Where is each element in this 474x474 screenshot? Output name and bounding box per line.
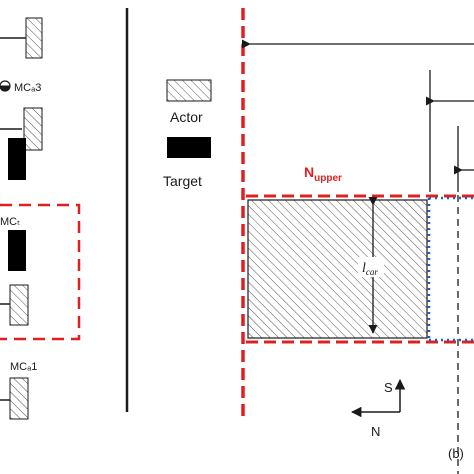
target-vehicle <box>8 230 26 271</box>
car-length-label: lcar <box>362 261 378 277</box>
direction-arrows-icon <box>350 378 406 418</box>
legend-actor-label: Actor <box>170 109 203 125</box>
actor-car <box>247 199 428 339</box>
right-panel: Nupper lcar S N (b) <box>241 8 474 474</box>
actor-vehicle <box>23 107 43 151</box>
compass-north-label: N <box>371 424 380 439</box>
legend: Actor Target <box>163 79 212 189</box>
actor-vehicle <box>9 284 29 326</box>
mc-a3-label: MCₐ3 <box>14 82 41 94</box>
legend-target-swatch <box>167 137 211 158</box>
compass-south-label: S <box>384 380 393 395</box>
target-vehicle <box>8 138 26 180</box>
actor-vehicle <box>25 17 43 59</box>
actor-vehicle <box>9 377 29 420</box>
mc-t-label: MCₜ <box>0 216 20 228</box>
legend-actor-swatch <box>166 79 212 102</box>
circle-symbol-icon <box>0 80 11 92</box>
car-length-label-bg <box>358 257 384 277</box>
mc-t-boundary <box>0 203 81 341</box>
legend-target-label: Target <box>163 173 202 189</box>
left-panel: MCₐ3 MCₜ MCₐ1 <box>0 17 81 420</box>
mc-a1-label: MCₐ1 <box>10 361 37 373</box>
n-upper-label: Nupper <box>304 164 342 184</box>
panel-b-label: (b) <box>448 446 464 461</box>
